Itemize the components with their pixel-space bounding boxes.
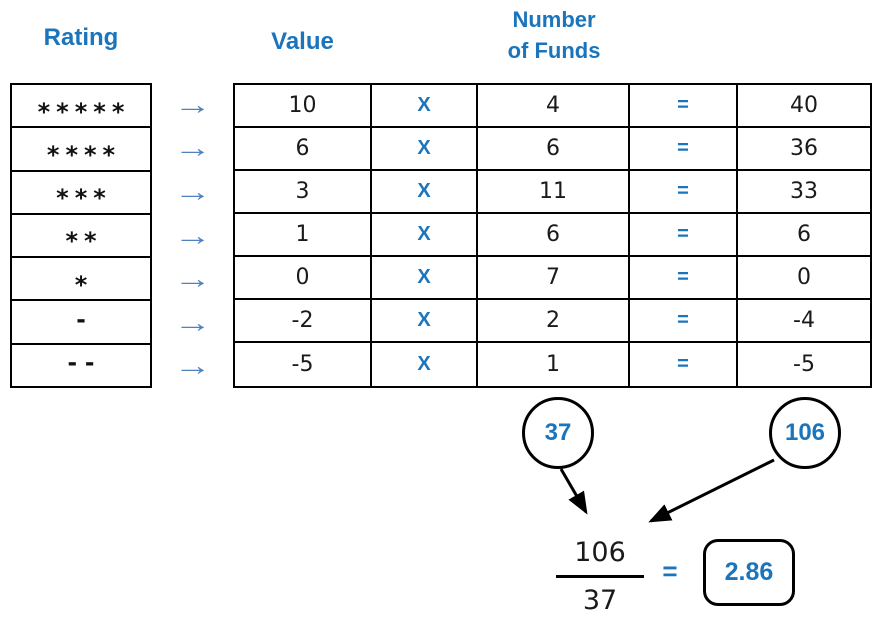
equals-sign: =: [630, 128, 738, 171]
result-value: 2.86: [724, 558, 774, 586]
final-equals-sign: =: [662, 556, 678, 586]
multiply-sign: X: [372, 300, 478, 343]
rating-symbol: ****: [46, 140, 122, 169]
value-cell: 1: [235, 214, 372, 257]
number-of-funds-column-header: Number of Funds: [468, 4, 640, 66]
multiply-sign: X: [372, 128, 478, 171]
rating-row: *****: [12, 85, 150, 129]
value-cell: 6: [235, 128, 372, 171]
funds-header-line1: Number: [512, 7, 596, 32]
right-arrow-icon: →: [173, 175, 212, 207]
right-arrow-icon: →: [173, 219, 212, 251]
value-column-header: Value: [271, 28, 334, 55]
rating-symbol: -: [76, 303, 94, 335]
value-cell: 3: [235, 171, 372, 214]
rating-row: --: [12, 345, 150, 386]
fraction: 106 37: [556, 535, 644, 619]
product-cell: 6: [738, 214, 870, 257]
value-cell: 10: [235, 85, 372, 128]
equals-sign: =: [630, 300, 738, 343]
rating-table: ***************---: [10, 83, 152, 388]
funds-cell: 2: [478, 300, 630, 343]
total-funds-value: 37: [544, 419, 572, 446]
total-points-circle: 106: [769, 397, 841, 469]
funds-cell: 11: [478, 171, 630, 214]
multiply-sign: X: [372, 343, 478, 386]
rating-row: **: [12, 215, 150, 259]
multiply-sign: X: [372, 85, 478, 128]
rating-symbol: *****: [37, 97, 131, 126]
rating-symbol: *: [74, 270, 94, 299]
product-cell: 33: [738, 171, 870, 214]
product-cell: 0: [738, 257, 870, 300]
multiply-sign: X: [372, 214, 478, 257]
result-box: 2.86: [703, 539, 795, 606]
right-arrow-icon: →: [173, 306, 212, 338]
funds-cell: 1: [478, 343, 630, 386]
right-arrow-icon: →: [173, 88, 212, 120]
rating-row: -: [12, 301, 150, 345]
arrow-37-to-fraction: [559, 468, 588, 515]
funds-cell: 4: [478, 85, 630, 128]
right-arrow-icon: →: [173, 132, 212, 164]
rating-symbol: ***: [56, 184, 112, 213]
value-cell: 0: [235, 257, 372, 300]
total-points-value: 106: [784, 419, 826, 446]
arrow-106-to-fraction: [648, 458, 775, 523]
equals-sign: =: [630, 171, 738, 214]
equals-sign: =: [630, 214, 738, 257]
fraction-numerator: 106: [556, 535, 644, 578]
rating-symbol: --: [67, 346, 103, 378]
rating-row: ****: [12, 128, 150, 172]
funds-cell: 7: [478, 257, 630, 300]
product-cell: -5: [793, 352, 815, 377]
rating-symbol: **: [65, 227, 103, 256]
equals-sign: =: [630, 85, 738, 128]
pointer-arrows: [559, 458, 775, 523]
funds-cell: 6: [478, 214, 630, 257]
equals-sign: =: [630, 343, 738, 386]
value-cell: -5: [235, 343, 372, 386]
product-cell: 36: [738, 128, 870, 171]
multiply-sign: X: [372, 257, 478, 300]
total-funds-circle: 37: [522, 397, 594, 469]
equals-sign: =: [630, 257, 738, 300]
right-arrow-icon: →: [173, 350, 212, 382]
funds-header-line2: of Funds: [507, 38, 601, 63]
multiply-sign: X: [372, 171, 478, 214]
rating-column-header: Rating: [43, 24, 119, 51]
funds-cell: 6: [478, 128, 630, 171]
rating-row: ***: [12, 172, 150, 215]
value-cell: -2: [235, 300, 372, 343]
fraction-denominator: 37: [582, 585, 618, 616]
product-cell: -4: [738, 300, 870, 343]
right-arrow-icon: →: [173, 263, 212, 295]
product-cell: 40: [738, 85, 870, 128]
rating-row: *: [12, 258, 150, 302]
mapping-arrows-column: → → → → → → →: [152, 83, 233, 388]
